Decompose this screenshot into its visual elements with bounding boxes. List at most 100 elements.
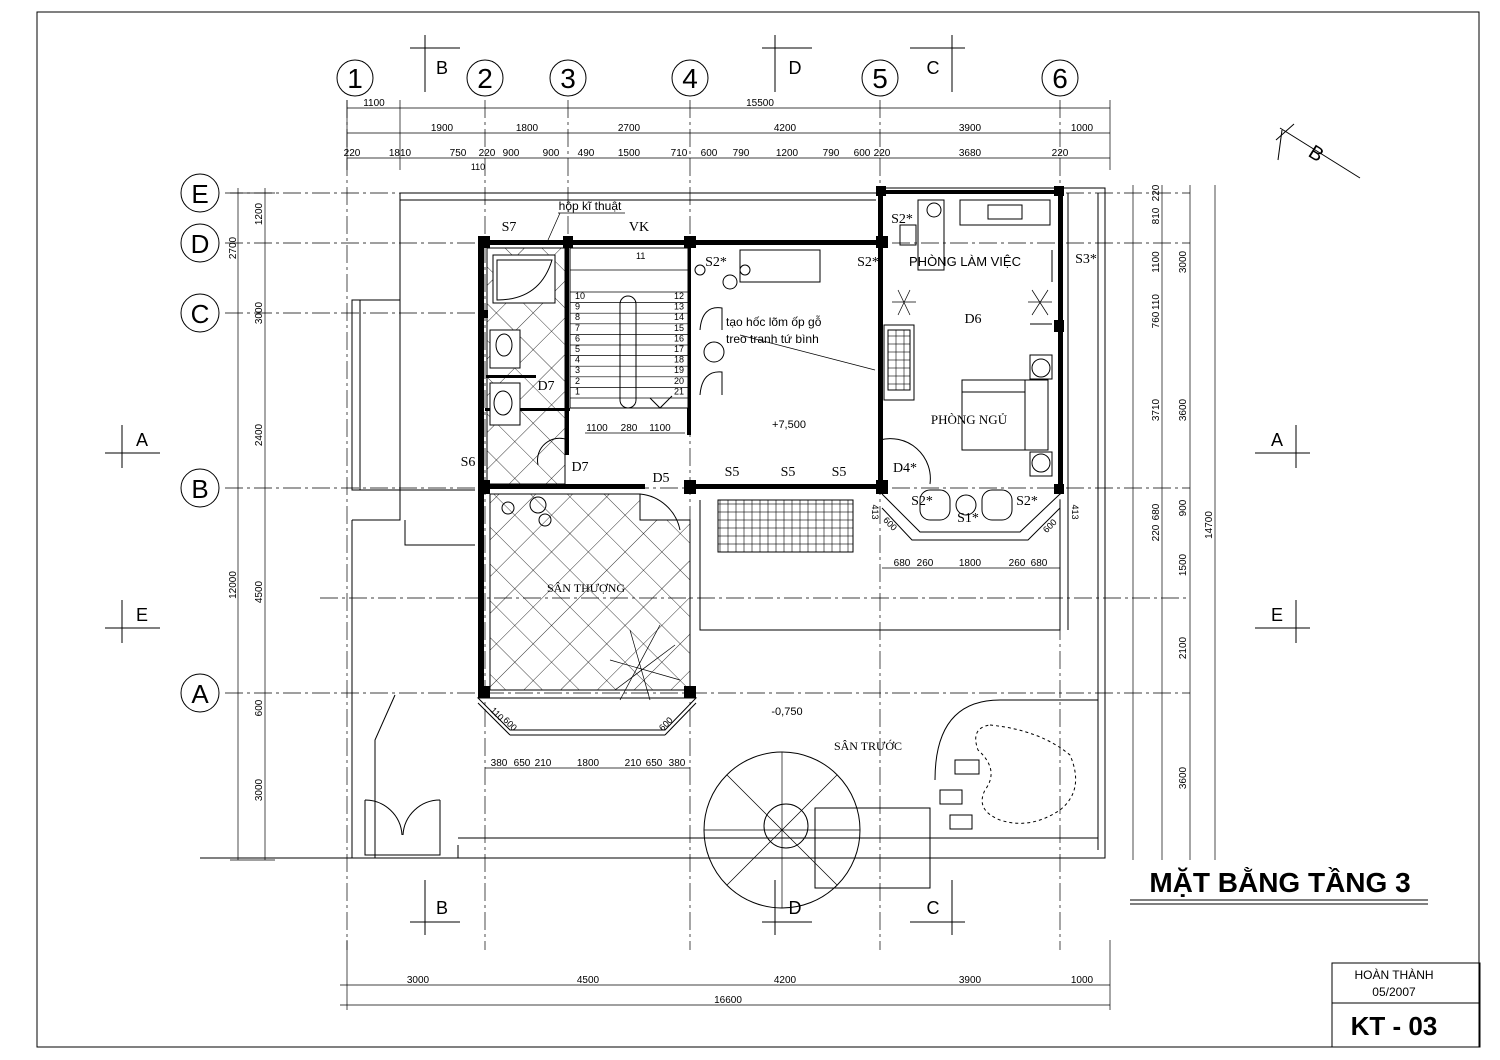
dim-top-r2-15: 3680 — [959, 148, 982, 159]
section-bottom-c: C — [927, 898, 940, 918]
tag-s2-study-top: S2* — [891, 212, 913, 227]
section-bottom-b: B — [436, 898, 448, 918]
tag-d4: D4* — [893, 461, 917, 476]
dim-left-6: 600 — [254, 699, 265, 716]
opening-tags: S7 VK S2* S2* S2* S3* D6 D7 D7 S6 D5 S5 … — [461, 212, 1097, 526]
dim-top-r2-3: 220 — [479, 148, 496, 159]
dim-left-4: 4500 — [254, 580, 265, 603]
stair-step-number: 13 — [674, 302, 684, 312]
dim-top-r1-3: 4200 — [774, 123, 797, 134]
niche-seating — [699, 249, 876, 396]
tag-d7-wc: D7 — [537, 379, 554, 394]
room-labels: PHÒNG LÀM VIỆC PHÒNG NGỦ SÂN THƯỢNG SÂN … — [547, 199, 1021, 753]
room-study: PHÒNG LÀM VIỆC — [909, 254, 1021, 269]
dim-right-6: 3600 — [1178, 398, 1189, 421]
section-left-a: A — [136, 430, 148, 450]
section-bottom-d: D — [789, 898, 802, 918]
stair-step-number: 9 — [575, 302, 580, 312]
dim-right-3: 110 — [1151, 294, 1162, 310]
dim-top-r2-8: 710 — [671, 148, 688, 159]
dim-right-10: 3000 — [1178, 250, 1189, 273]
tag-s2-stair: S2* — [705, 255, 727, 270]
dim-top-r2-13: 600 — [854, 148, 871, 159]
room-front-yard: SÂN TRƯỚC — [834, 739, 902, 753]
dim-right-4: 760 — [1151, 311, 1162, 328]
terrace — [476, 493, 698, 736]
top-dimensions: 1100 15500 1900 1800 2700 4200 3900 1000… — [344, 98, 1111, 172]
tag-s3: S3* — [1075, 252, 1097, 267]
tag-s5-3: S5 — [832, 465, 847, 480]
stair-step-number: 12 — [674, 291, 684, 301]
bottom-dimensions: 3000 4500 4200 3900 1000 16600 — [340, 940, 1111, 1010]
tag-vk: VK — [629, 220, 649, 235]
stair-step-number: 8 — [575, 312, 580, 322]
dim-top-r1-4: 3900 — [959, 123, 982, 134]
right-dimensions: 220 810 1100 110 760 3710 3600 900 680 2… — [1132, 184, 1216, 860]
grid-col-2: 2 — [477, 63, 493, 94]
section-top-b: B — [436, 58, 448, 78]
left-dimensions: 1200 2700 3000 2400 4500 12000 600 3000 — [228, 188, 275, 861]
tag-d6: D6 — [964, 312, 981, 327]
tag-s7: S7 — [502, 220, 517, 235]
stair-step-number: 4 — [575, 355, 580, 365]
grid-column-bubbles: 1 2 3 4 5 6 — [336, 59, 1079, 97]
dim-bayb-diag-2: 413 — [1070, 504, 1080, 519]
dim-top-r1-0: 1900 — [431, 123, 454, 134]
stair-step-number: 1 — [575, 386, 580, 396]
stair-step-number: 7 — [575, 323, 580, 333]
room-terrace: SÂN THƯỢNG — [547, 581, 625, 595]
stair-step-number: 3 — [575, 365, 580, 375]
dim-bottom-1: 4500 — [577, 975, 600, 986]
stair-step-number: 14 — [674, 312, 684, 322]
staircase — [569, 247, 690, 409]
note-niche-line2: treo tranh tứ bình — [726, 332, 819, 346]
dim-bayb-1: 260 — [917, 558, 934, 569]
dim-bottom-3: 3900 — [959, 975, 982, 986]
titleblock-status: HOÀN THÀNH — [1354, 967, 1433, 982]
front-yard — [364, 699, 1098, 909]
dim-right-13: 3600 — [1178, 766, 1189, 789]
dim-bottom-4: 1000 — [1071, 975, 1094, 986]
building-outline — [200, 186, 1106, 859]
dim-bayf-5: 650 — [646, 758, 663, 769]
tag-s2-bay-right: S2* — [1016, 494, 1038, 509]
stair-step-number: 16 — [674, 333, 684, 343]
stair-step-number: 5 — [575, 344, 580, 354]
section-top-c: C — [927, 58, 940, 78]
grid-row-b: B — [191, 474, 208, 504]
grid-col-5: 5 — [872, 63, 888, 94]
dim-top-left-offset: 1100 — [363, 98, 385, 109]
section-top-d: D — [789, 58, 802, 78]
dim-top-r2-11: 1200 — [776, 148, 799, 159]
dim-right-11: 1500 — [1178, 553, 1189, 576]
section-right-e: E — [1271, 605, 1283, 625]
section-right-a: A — [1271, 430, 1283, 450]
dim-top-r2-16: 220 — [1052, 148, 1069, 159]
level-ground: -0,750 — [771, 706, 802, 718]
titleblock-code: KT - 03 — [1351, 1011, 1438, 1041]
dim-bayb-diag-3: 600 — [1041, 517, 1059, 535]
dim-top-r1-1: 1800 — [516, 123, 539, 134]
dim-top-r2-12: 790 — [823, 148, 840, 159]
dim-bayb-2: 1800 — [959, 558, 982, 569]
dim-stair-2: 1100 — [649, 423, 671, 434]
dim-stair-0: 1100 — [586, 423, 608, 434]
dim-top-r2-0: 220 — [344, 148, 361, 159]
grid-row-d: D — [191, 229, 210, 259]
railing-grate — [717, 499, 854, 553]
dim-top-r2-4: 900 — [503, 148, 520, 159]
dim-left-0: 1200 — [254, 202, 265, 225]
dim-left-7: 3000 — [254, 778, 265, 801]
titleblock-date: 05/2007 — [1372, 985, 1416, 999]
dim-bayf-4: 210 — [625, 758, 642, 769]
stair-step-number: 17 — [674, 344, 684, 354]
dim-right-2: 1100 — [1151, 251, 1162, 273]
grid-row-bubbles: E D C B A — [180, 173, 220, 713]
stair-step-number: 10 — [575, 291, 585, 301]
dim-top-r2-5: 900 — [543, 148, 560, 159]
dim-right-12: 2100 — [1178, 636, 1189, 659]
dim-bottom-overall: 16600 — [714, 995, 742, 1006]
dim-top-r2-7: 1500 — [618, 148, 641, 159]
dim-top-r1-5: 1000 — [1071, 123, 1094, 134]
dim-top-r2-10: 790 — [733, 148, 750, 159]
